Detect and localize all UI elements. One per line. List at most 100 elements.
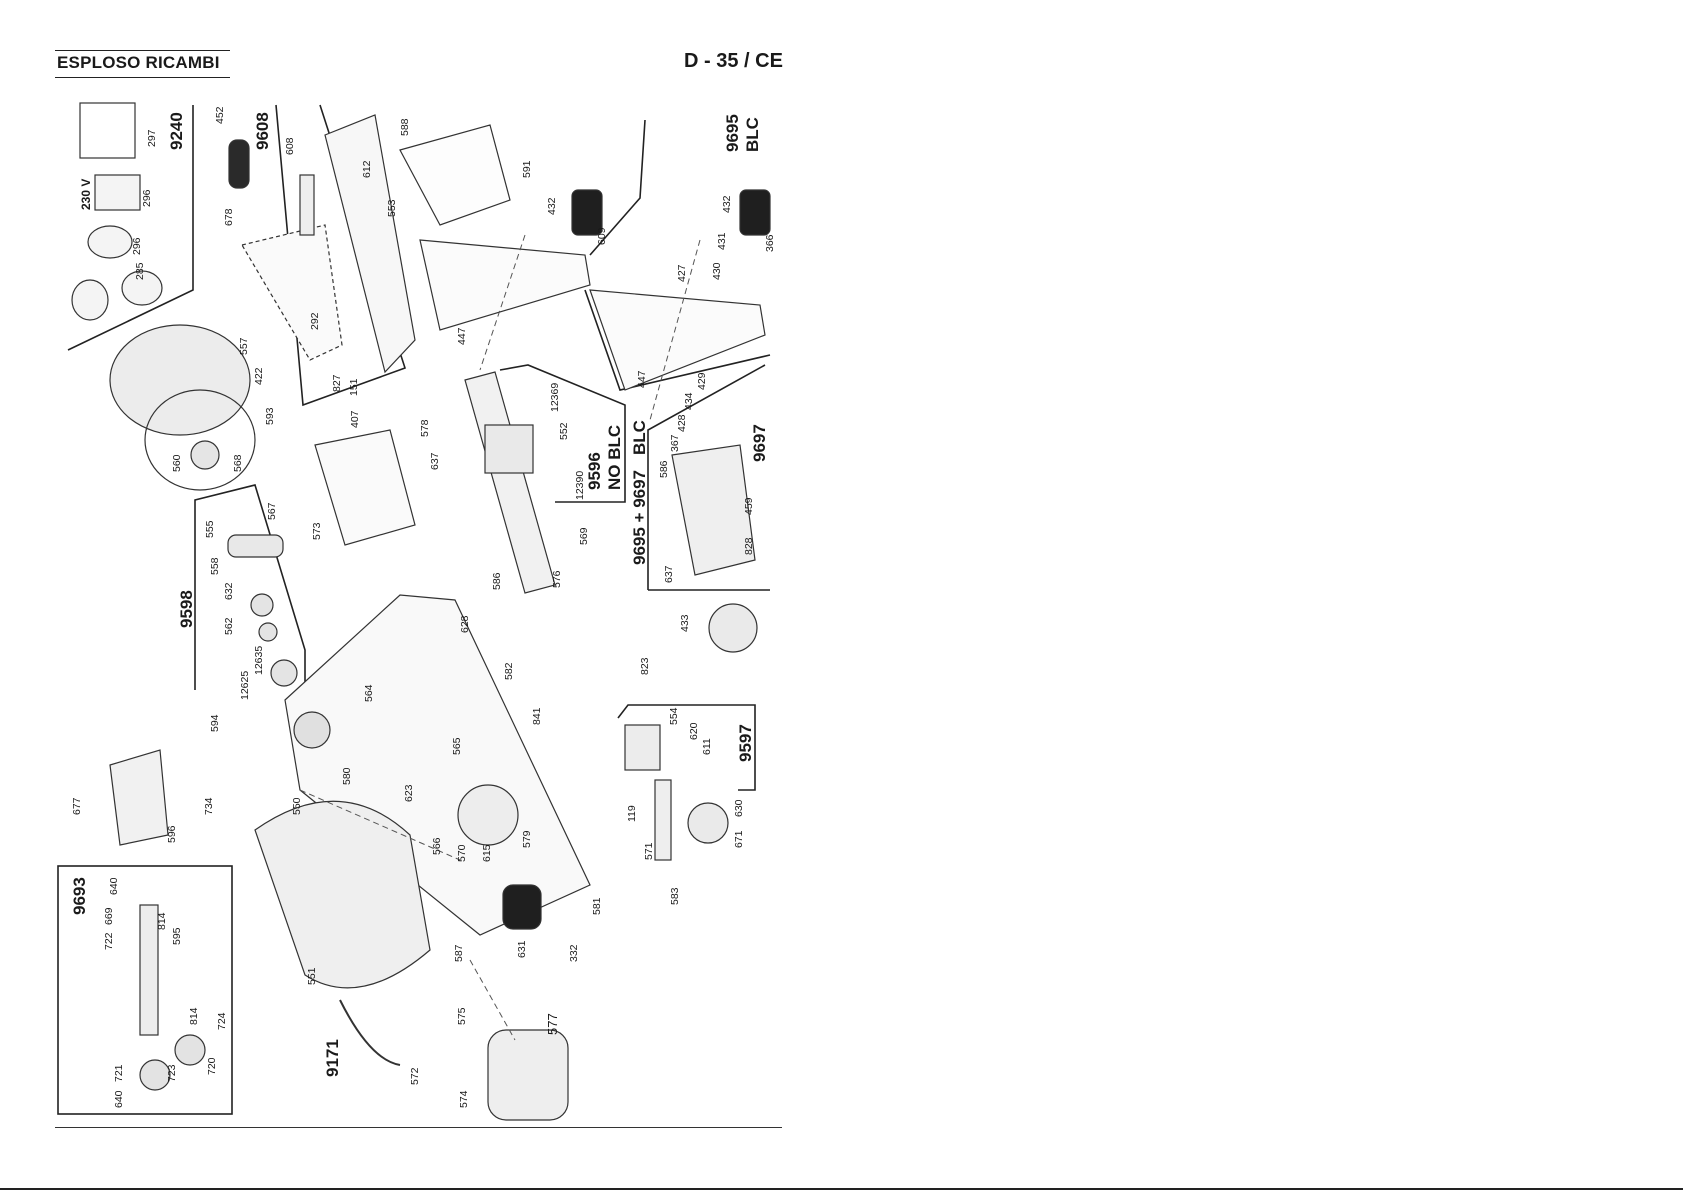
carriage-459-shape — [671, 444, 756, 576]
assembly-lines — [299, 234, 701, 1041]
part-576: 576 — [551, 570, 563, 588]
plate-407-shape — [314, 429, 416, 546]
part-631: 631 — [516, 940, 528, 958]
border-9240 — [67, 105, 194, 351]
border-9597 — [617, 704, 756, 791]
switch-block-shape — [94, 174, 141, 211]
part-588: 588 — [399, 118, 411, 136]
part-596: 596 — [166, 825, 178, 843]
part-12635: 12635 — [253, 646, 265, 675]
part-814b: 814 — [188, 1007, 200, 1025]
part-554: 554 — [668, 707, 680, 725]
group-label-9596-a: 9596 — [585, 452, 604, 490]
housing-596-shape — [109, 749, 169, 846]
part-586b: 586 — [658, 460, 670, 478]
part-828: 828 — [743, 537, 755, 555]
disc-630-shape — [687, 802, 729, 844]
part-669: 669 — [103, 907, 115, 925]
page-bottom-rule — [55, 1127, 782, 1128]
part-612: 612 — [361, 160, 373, 178]
part-292: 292 — [309, 312, 321, 330]
part-570: 570 — [456, 844, 468, 862]
part-814a: 814 — [156, 912, 168, 930]
part-578: 578 — [419, 419, 431, 437]
border-9693 — [57, 865, 233, 1115]
part-577: 577 — [545, 1013, 560, 1035]
group-label-9695-9697-a: 9695 + 9697 — [630, 470, 649, 565]
part-640b: 640 — [113, 1090, 125, 1108]
group-label-layer: 9240 9608 9695 BLC 9598 9596 NO BLC 9695… — [70, 112, 769, 1077]
part-552: 552 — [558, 422, 570, 440]
part-569: 569 — [578, 527, 590, 545]
button-285-shape — [121, 270, 163, 306]
group-label-9596-b: NO BLC — [605, 425, 624, 490]
plate-552-shape — [484, 424, 534, 474]
part-number-layer: 297 296 296 285 452 608 678 292 827 151 … — [71, 106, 776, 1108]
part-582: 582 — [503, 662, 515, 680]
pusher-447a-shape — [419, 239, 591, 331]
model-code: D - 35 / CE — [684, 50, 783, 72]
part-723: 723 — [166, 1064, 178, 1082]
part-567: 567 — [266, 502, 278, 520]
motor-577-shape — [487, 1029, 569, 1121]
part-575: 575 — [456, 1007, 468, 1025]
group-label-9598: 9598 — [177, 590, 196, 628]
part-841: 841 — [531, 707, 543, 725]
part-555: 555 — [204, 520, 216, 538]
circuit-board-shape — [79, 102, 136, 159]
part-568: 568 — [232, 454, 244, 472]
part-637a: 637 — [429, 452, 441, 470]
part-285: 285 — [134, 262, 146, 280]
shaft-571-shape — [654, 779, 672, 861]
part-722: 722 — [103, 932, 115, 950]
part-566: 566 — [431, 837, 443, 855]
part-459: 459 — [743, 497, 755, 515]
part-615: 615 — [481, 844, 493, 862]
part-553: 553 — [386, 199, 398, 217]
part-447b: 447 — [636, 370, 648, 388]
part-827: 827 — [331, 374, 343, 392]
part-630: 630 — [733, 799, 745, 817]
part-432a: 432 — [546, 197, 558, 215]
group-label-9695-blc-a: 9695 — [723, 114, 742, 152]
part-579: 579 — [521, 830, 533, 848]
pulley-562-shape — [258, 622, 278, 642]
part-637b: 637 — [663, 565, 675, 583]
part-366: 366 — [764, 234, 776, 252]
part-429: 429 — [696, 372, 708, 390]
part-428: 428 — [676, 414, 688, 432]
part-591: 591 — [521, 160, 533, 178]
guard-557-shape — [109, 324, 251, 436]
part-611: 611 — [701, 738, 713, 755]
pulley-12635-shape — [270, 659, 298, 687]
group-label-9695-9697-b: BLC — [630, 420, 649, 455]
part-572: 572 — [409, 1067, 421, 1085]
pulley-579-shape — [457, 784, 519, 846]
handle-452-shape — [228, 139, 250, 189]
part-677: 677 — [71, 797, 83, 815]
group-label-9697: 9697 — [750, 424, 769, 462]
group-label-9695-blc-b: BLC — [743, 117, 762, 152]
part-640a: 640 — [108, 877, 120, 895]
part-297: 297 — [146, 129, 158, 147]
section-title: ESPLOSO RICAMBI — [57, 53, 220, 72]
part-586a: 586 — [491, 572, 503, 590]
slide-9596-shape — [464, 371, 556, 594]
part-452: 452 — [214, 106, 226, 124]
dash-1 — [479, 234, 526, 371]
rod-608-shape — [299, 174, 315, 236]
part-558: 558 — [209, 557, 221, 575]
part-12625: 12625 — [239, 671, 251, 700]
part-551: 551 — [306, 967, 318, 985]
part-583: 583 — [669, 887, 681, 905]
part-724: 724 — [216, 1012, 228, 1030]
part-427: 427 — [676, 264, 688, 282]
gear-721-shape — [139, 1059, 171, 1091]
cover-551-shape — [254, 800, 431, 989]
arm-567-shape — [227, 534, 284, 558]
pulley-632-shape — [250, 593, 274, 617]
knob-432a-shape — [571, 189, 603, 236]
dash-4 — [469, 959, 516, 1041]
part-587: 587 — [453, 944, 465, 962]
